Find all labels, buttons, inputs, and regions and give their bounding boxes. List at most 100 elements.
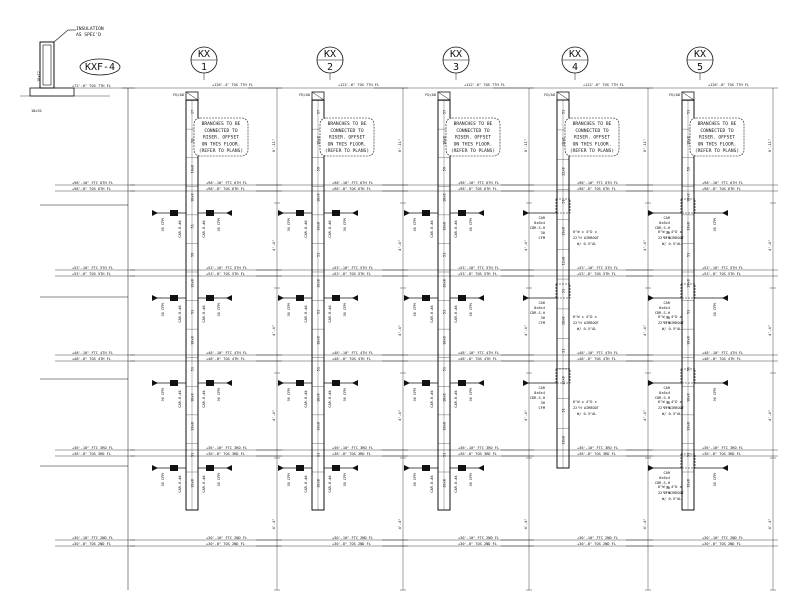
branch-note: ON THIS FLOOR. [202, 141, 241, 147]
floor-dimension: 4'-4" [272, 519, 276, 530]
duct-size: 51 [687, 310, 691, 314]
elevation-label: +48'-10" FTC 4TH FL [332, 351, 373, 355]
airboot-note: 22"H AIRBOOT [573, 321, 600, 325]
airboot [555, 283, 571, 299]
elevation-label: +30'-8" TOS 2ND FL [332, 542, 371, 546]
floor-dimension: 4'-4" [524, 410, 528, 421]
elevation-label: +48'-10" FTC 4TH FL [72, 351, 113, 355]
branch-cfm: 30 CFM [287, 303, 291, 317]
duct-size: 18x8 [191, 336, 195, 345]
branch-label: CAR-8-#4 [454, 475, 458, 492]
branch-cfm: 30 CFM [343, 473, 347, 487]
airboot-note: 6"W x 4"D x [573, 400, 598, 404]
arrow-icon [478, 295, 484, 301]
elevation-label: +98'-10" FTC 6TH FL [72, 181, 113, 185]
branch-cfm: 30 CFM [217, 473, 221, 487]
register-grille [422, 210, 430, 216]
branch-note-callout [193, 117, 249, 157]
branch-note-callout [564, 117, 620, 157]
branch-label: 30 [666, 486, 670, 490]
floor-dimension: 4'-4" [272, 410, 276, 421]
branch-label: CAR-8-#4 [202, 305, 206, 322]
register-grille [296, 295, 304, 301]
elevation-label: +53'-10" FTC 5TH FL [72, 266, 113, 270]
kxf-tag-label: KXF-4 [85, 62, 115, 73]
duct-size: 57 [443, 110, 447, 114]
branch-note: BRANCHES TO BE [328, 121, 367, 127]
duct-size: 18x8 [687, 393, 691, 402]
register-grille [206, 380, 214, 386]
elevation-label: +30'-10" FTC 2ND FL [458, 536, 499, 540]
elevation-label: +30'-10" FTC 2ND FL [577, 536, 618, 540]
branch-label: CAR-8-#4 [178, 390, 182, 407]
elevation-label: +98'-10" FTC 6TH FL [458, 181, 499, 185]
arrow-icon [404, 465, 410, 471]
branch-label: CFM [539, 236, 546, 240]
duct-size: 18x8 [317, 336, 321, 345]
duct-size: 12x8 [562, 376, 566, 385]
arrow-icon [404, 295, 410, 301]
riser-tag-label: KX [450, 49, 462, 60]
floor-dimension: 4'-4" [398, 519, 402, 530]
arrow-icon [478, 380, 484, 386]
elevation-label: +53'-8" TOS 5TH FL [72, 272, 111, 276]
branch-label: CAR [664, 386, 671, 390]
duct-size: 18x8 [687, 422, 691, 431]
branch-cfm: 30 CFM [343, 303, 347, 317]
branch-label: CDR-S-H [530, 311, 545, 315]
branch-label: CDR-S-H [655, 396, 670, 400]
branch-note: CONNECTED TO [700, 128, 733, 134]
elevation-label: +53'-8" TOS 5TH FL [577, 272, 616, 276]
insulation-note: INSULATION [76, 26, 104, 32]
register-grille [458, 210, 466, 216]
elevation-label: +98'-8" TOS 6TH FL [206, 187, 245, 191]
elevation-label: +48'-8" TOS 4TH FL [206, 357, 245, 361]
branch-note: (REFER TO PLANS) [199, 148, 243, 154]
duct-size: 18x8 [191, 165, 195, 174]
fire-damper-label: FD/AD [299, 93, 310, 97]
branch-cfm: 30 CFM [343, 218, 347, 232]
register-grille [332, 465, 340, 471]
branch-note: (REFER TO PLANS) [570, 148, 614, 154]
elevation-label: +30'-8" TOS 2ND FL [702, 542, 741, 546]
branch-label: CAR-8-#4 [430, 475, 434, 492]
damper-blade [185, 91, 199, 101]
riser-kx-4: KX4+122'-6" TOS 7TH FLFD/AD5118x812x8511… [493, 46, 653, 591]
damper-blade [556, 91, 570, 101]
insulation-note: AS SPEC'D [76, 32, 101, 38]
branch-note: RISER. OFFSET [699, 135, 735, 141]
arrow-icon [352, 465, 358, 471]
branch-label: CFM [664, 236, 671, 240]
riser-tag-number: 3 [453, 62, 459, 73]
elevation-label: +36'-8" TOS 3RD FL [332, 452, 371, 456]
branch-cfm: 30 CFM [413, 218, 417, 232]
branch-note: ON THIS FLOOR. [454, 141, 493, 147]
arrow-icon [226, 465, 232, 471]
floor-dimension: 8'-11" [398, 139, 402, 152]
fire-damper-label: FD/AD [425, 93, 436, 97]
duct-size: 18x8 [562, 227, 566, 236]
register-grille [170, 465, 178, 471]
floor-dimension: 4'-4" [768, 240, 772, 251]
duct-size: 18x8 [687, 479, 691, 488]
elevation-label: +98'-8" TOS 6TH FL [458, 187, 497, 191]
riser-kx-3: KX3+122'-6" TOS 7TH FLFD/AD5718x85918x81… [374, 46, 534, 591]
riser-tag-label: KX [198, 49, 210, 60]
branch-label: CAR-8-#4 [454, 390, 458, 407]
branch-label: CAR-8-#4 [454, 220, 458, 237]
elevation-label: +72'-6" TOS 7TH FL [72, 84, 111, 88]
branch-label: CAR-8-#4 [328, 305, 332, 322]
top-elevation: +122'-6" TOS 7TH FL [464, 83, 505, 87]
floor-dimension: 4'-4" [398, 240, 402, 251]
branch-label: CAR-8-#4 [328, 220, 332, 237]
airboot-note: 22"H AIRBOOT [658, 491, 685, 495]
elevation-label: +48'-8" TOS 4TH FL [577, 357, 616, 361]
duct-size: 12x8 [562, 257, 566, 266]
branch-label: CDR-S-H [530, 226, 545, 230]
branch-label: CAR [539, 301, 546, 305]
branch-cfm: 30 CFM [287, 388, 291, 402]
branch-cfm: 30 CFM [161, 473, 165, 487]
register-grille [332, 210, 340, 216]
elevation-label: +98'-10" FTC 6TH FL [577, 181, 618, 185]
branch-label: 8x6x4 [659, 221, 670, 225]
